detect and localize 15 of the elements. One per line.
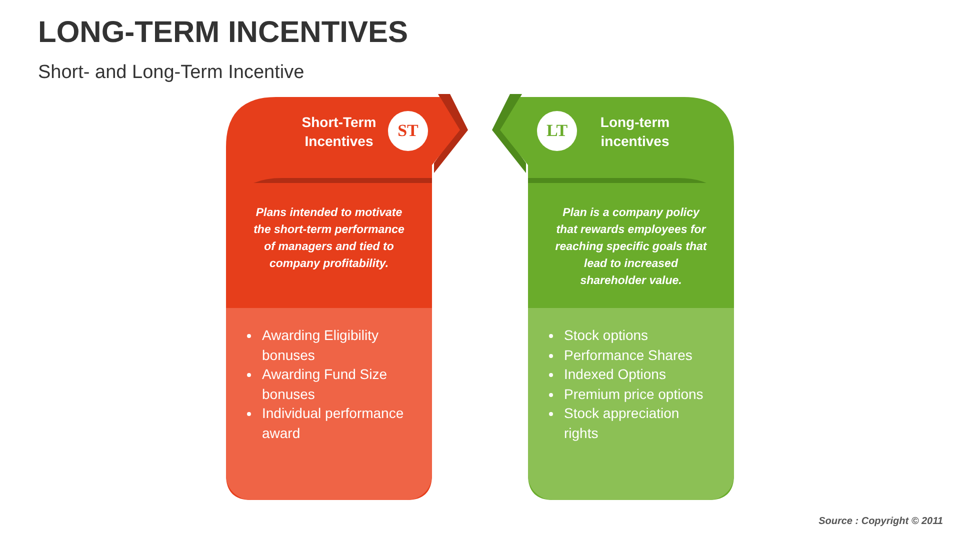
card-heading: Short-Term Incentives	[300, 113, 378, 151]
bullet-item: Stock appreciation rights	[564, 405, 680, 440]
bullet-item: Premium price options	[564, 386, 704, 402]
bullet-list-panel	[528, 308, 734, 500]
bullet-item: Individual performance award	[262, 405, 404, 440]
bullet-item: Stock options	[564, 327, 648, 343]
bullet-item: Awarding Eligibility bonuses	[262, 327, 378, 362]
slide-subtitle: Short- and Long-Term Incentive	[38, 62, 304, 84]
card-heading: Long-term incentives	[599, 113, 671, 151]
bullet-item: Indexed Options	[564, 366, 666, 382]
bullet-item: Awarding Fund Size bonuses	[262, 366, 388, 402]
source-note: Source : Copyright © 2011	[818, 516, 943, 527]
bullet-list-panel	[226, 308, 432, 500]
slide-title: LONG-TERM INCENTIVES	[38, 16, 408, 50]
bullet-item: Performance Shares	[564, 346, 692, 362]
